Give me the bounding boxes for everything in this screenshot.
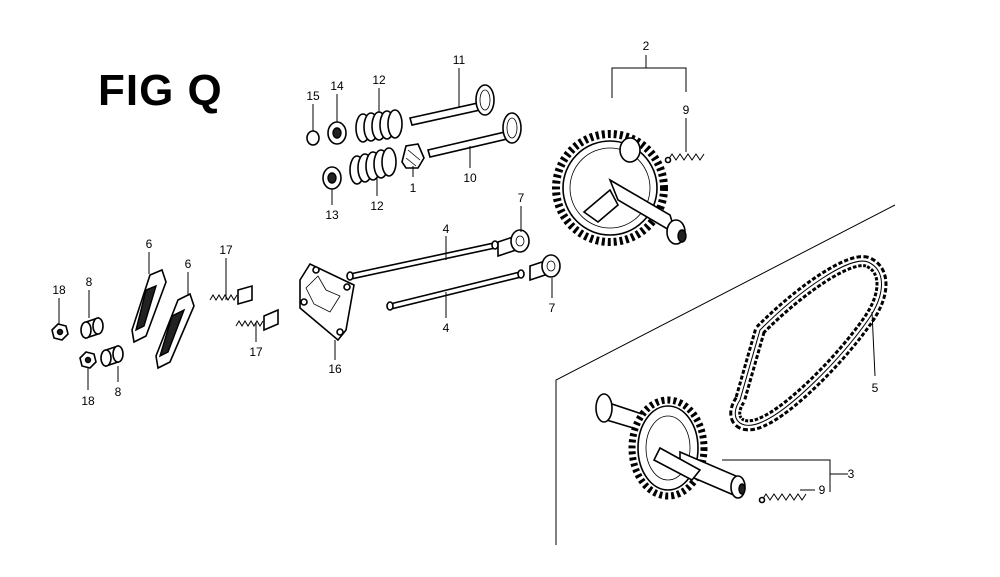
rocker-pivot-lower <box>100 344 124 368</box>
crankshaft-gear <box>595 393 746 500</box>
pivot-bolt-upper <box>209 270 253 306</box>
rocker-arm-lower <box>155 292 195 370</box>
callout-4-upper: 4 <box>443 222 450 236</box>
callout-10: 10 <box>463 171 477 185</box>
valve-stem-seal-1 <box>401 143 425 169</box>
callout-18-lower: 18 <box>81 394 95 408</box>
callout-8-upper: 8 <box>86 275 93 289</box>
callout-7-lower: 7 <box>549 301 556 315</box>
rocker-pivot-upper <box>80 316 104 340</box>
decompressor-spring-lower <box>758 493 807 504</box>
push-rod-upper <box>346 240 499 281</box>
pivot-bolt-lower <box>235 308 279 332</box>
callout-4-lower: 4 <box>443 321 450 335</box>
valve-spring-lower <box>349 147 397 185</box>
tappet-lower <box>529 254 561 282</box>
timing-chain <box>729 255 888 432</box>
callout-11: 11 <box>453 53 466 67</box>
callout-9-upper: 9 <box>683 103 690 117</box>
callout-18-upper: 18 <box>52 283 66 297</box>
pivot-nut-lower <box>79 351 97 369</box>
leader-lines <box>58 55 876 492</box>
tappet-upper <box>497 229 530 258</box>
valve-keeper-15 <box>306 130 320 146</box>
decompressor-spring-upper <box>664 153 705 164</box>
camshaft-gear <box>552 130 687 246</box>
callout-9-lower: 9 <box>819 483 826 497</box>
valve-exhaust <box>427 112 522 158</box>
section-divider <box>555 204 896 545</box>
spring-retainer-14 <box>327 121 347 145</box>
callout-17-upper: 17 <box>219 243 233 257</box>
callout-3: 3 <box>848 467 855 481</box>
callout-12-lower: 12 <box>370 199 384 213</box>
callout-15: 15 <box>306 89 320 103</box>
callout-7-upper: 7 <box>518 191 525 205</box>
figure-title: FIG Q <box>98 66 223 115</box>
callout-1: 1 <box>410 181 417 195</box>
callout-labels: 1 2 3 4 4 5 6 6 7 7 8 8 9 9 10 11 12 12 … <box>52 39 878 497</box>
callout-6-lower: 6 <box>185 257 192 271</box>
rocker-arm-upper <box>131 268 167 344</box>
callout-2: 2 <box>643 39 650 53</box>
callout-13: 13 <box>325 208 339 222</box>
rocker-arm-plate <box>299 262 355 342</box>
callout-14: 14 <box>330 79 344 93</box>
valve-intake <box>408 84 495 126</box>
callout-6-upper: 6 <box>146 237 153 251</box>
callout-17-lower: 17 <box>249 345 263 359</box>
valve-spring-upper <box>355 109 403 143</box>
pivot-nut-upper <box>51 323 69 341</box>
push-rod-lower <box>386 269 525 311</box>
callout-16: 16 <box>328 362 342 376</box>
callout-12-upper: 12 <box>372 73 386 87</box>
spring-retainer-13 <box>322 166 342 190</box>
callout-8-lower: 8 <box>115 385 122 399</box>
callout-5: 5 <box>872 381 879 395</box>
